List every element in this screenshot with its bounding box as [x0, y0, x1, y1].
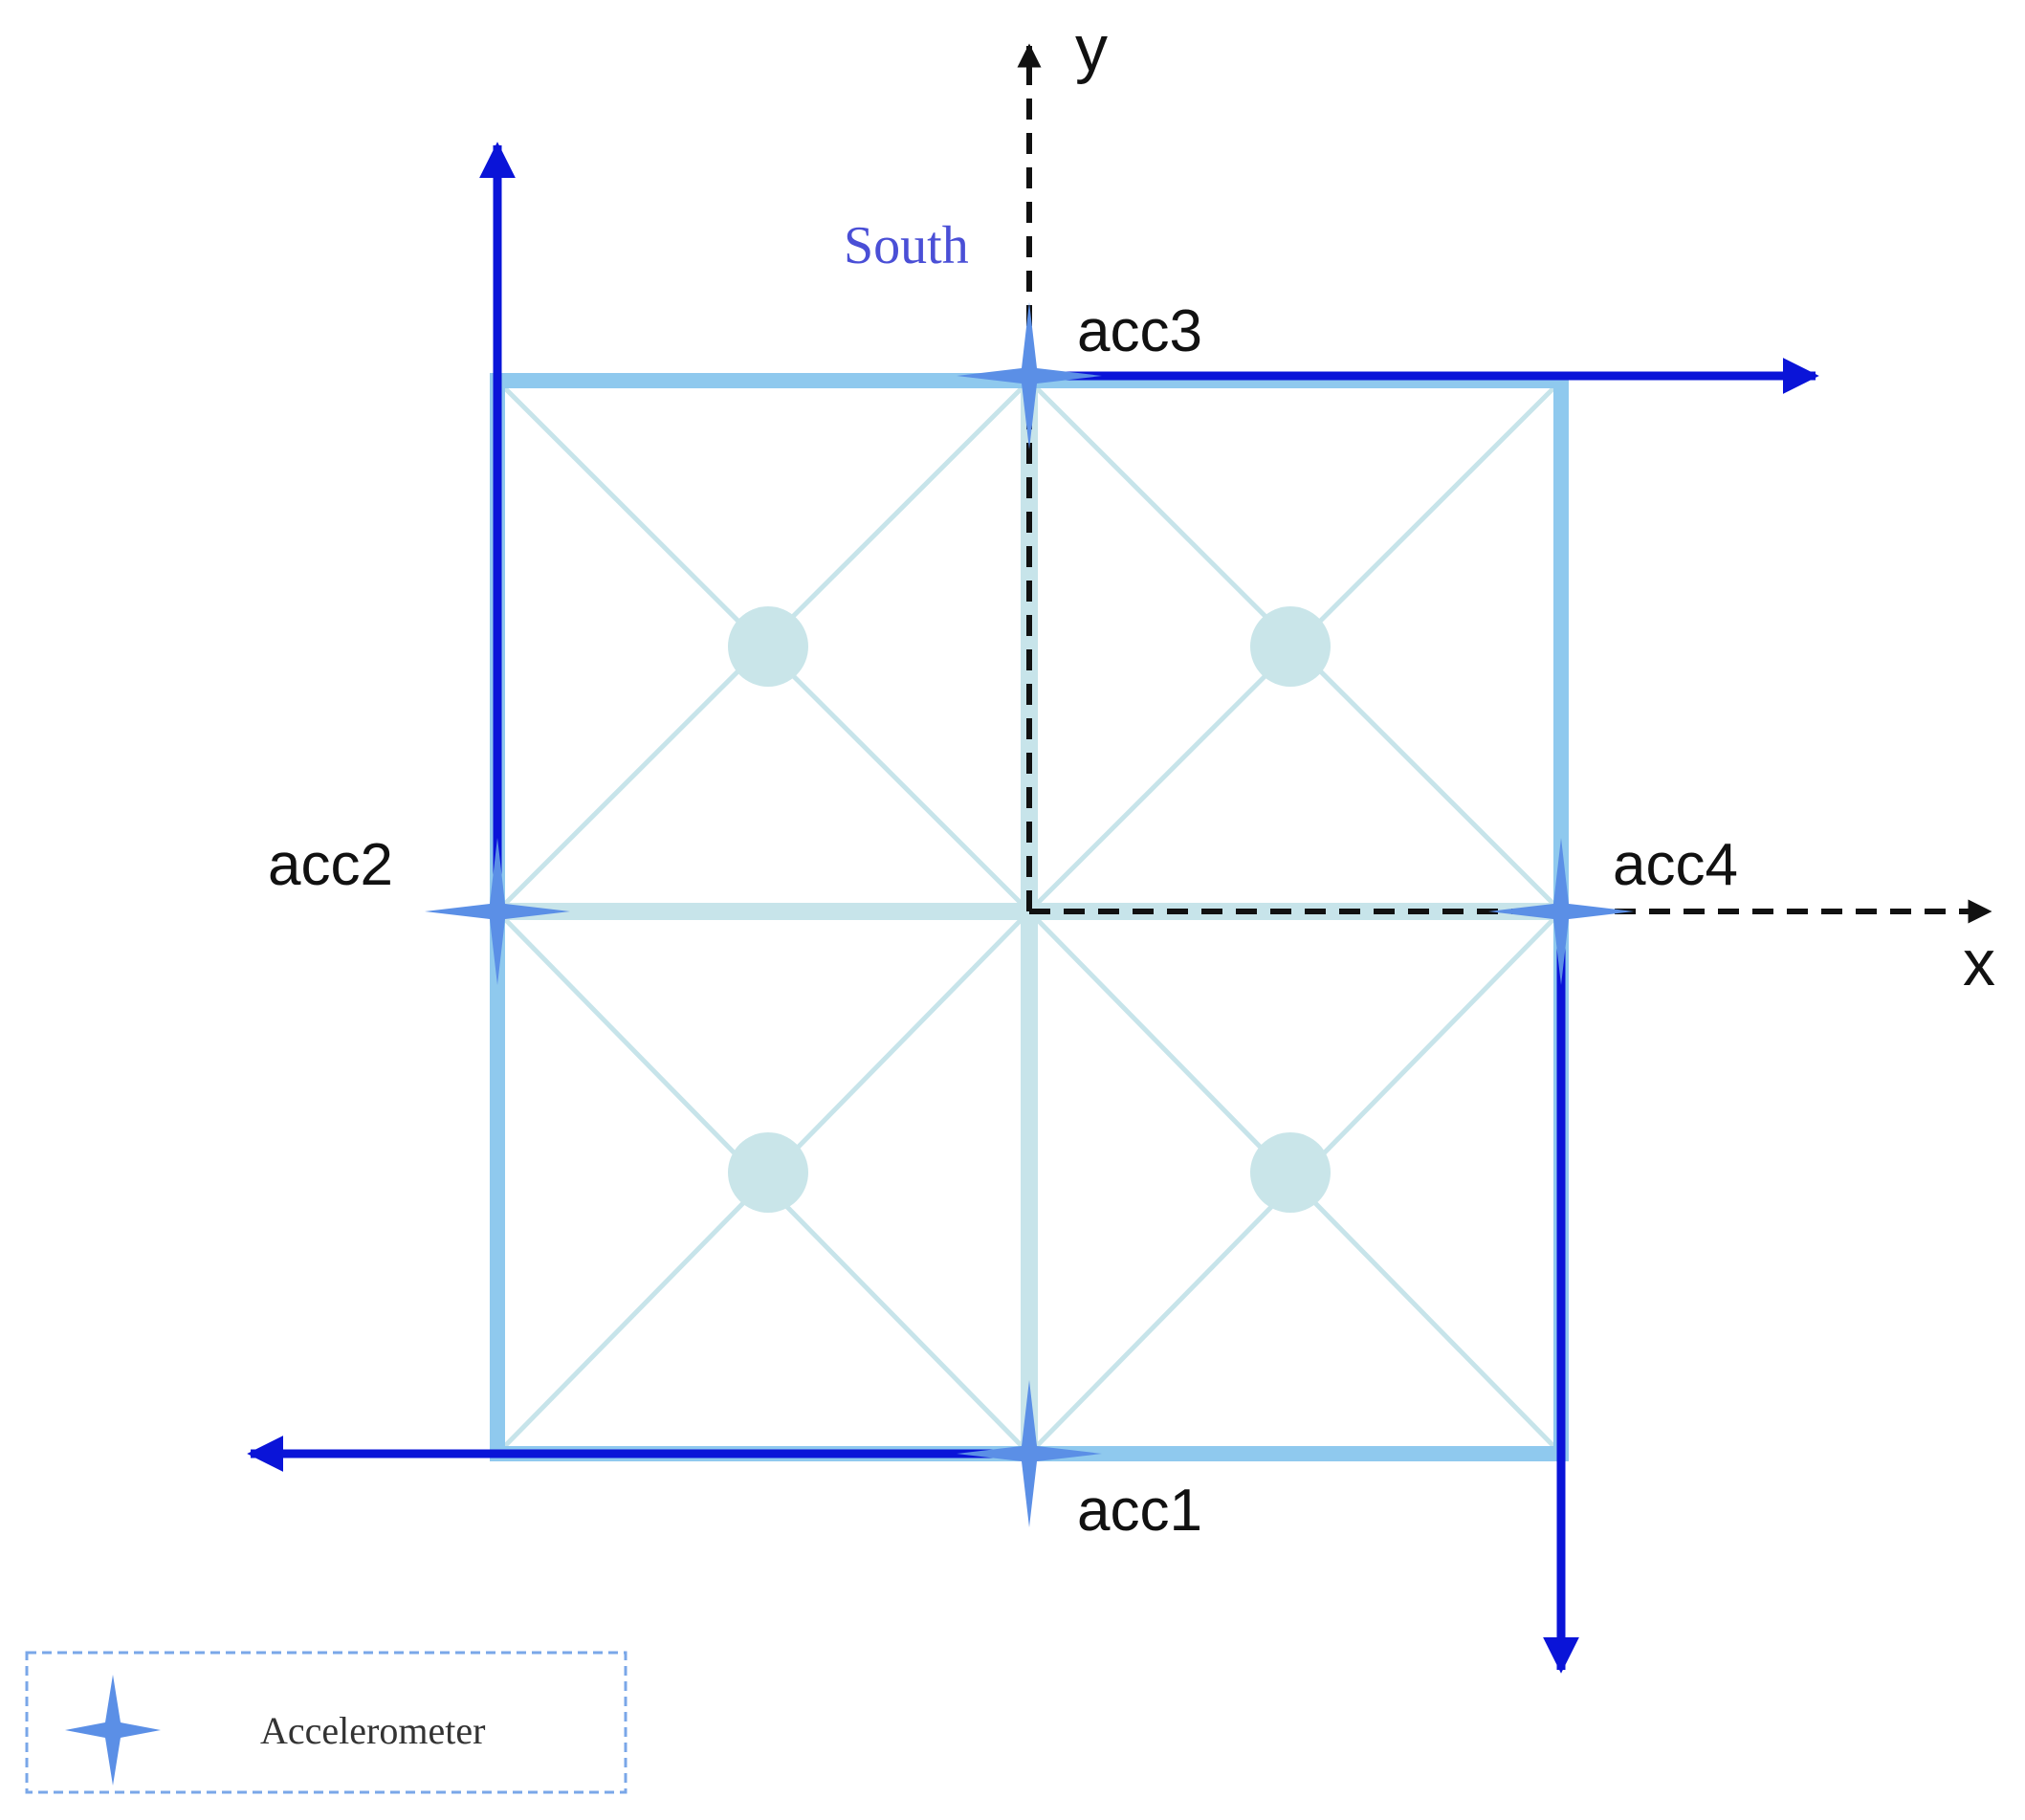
- acc3-label: acc3: [1077, 298, 1202, 364]
- south-label: South: [844, 216, 969, 275]
- node-bottom-left: [728, 1132, 808, 1213]
- node-bottom-right: [1250, 1132, 1331, 1213]
- direction-arrows: [247, 142, 1819, 1674]
- x-axis-label: x: [1963, 927, 1995, 999]
- panel-nodes: [728, 606, 1331, 1213]
- accelerometer-markers: [425, 302, 1634, 1527]
- star-icon: [957, 1380, 1102, 1527]
- legend: Accelerometer: [25, 1651, 627, 1794]
- acc1-label: acc1: [1077, 1478, 1202, 1544]
- node-top-right: [1250, 606, 1331, 687]
- y-axis-label: y: [1075, 12, 1108, 85]
- legend-box: [25, 1651, 627, 1794]
- acc4-label: acc4: [1613, 832, 1738, 898]
- legend-label: Accelerometer: [260, 1709, 485, 1752]
- node-top-left: [728, 606, 808, 687]
- star-icon: [425, 838, 570, 985]
- star-icon: [1488, 838, 1634, 985]
- star-icon: [65, 1675, 161, 1786]
- acc2-label: acc2: [268, 832, 393, 898]
- coordinate-axes: [1017, 43, 1992, 924]
- star-icon: [957, 302, 1102, 450]
